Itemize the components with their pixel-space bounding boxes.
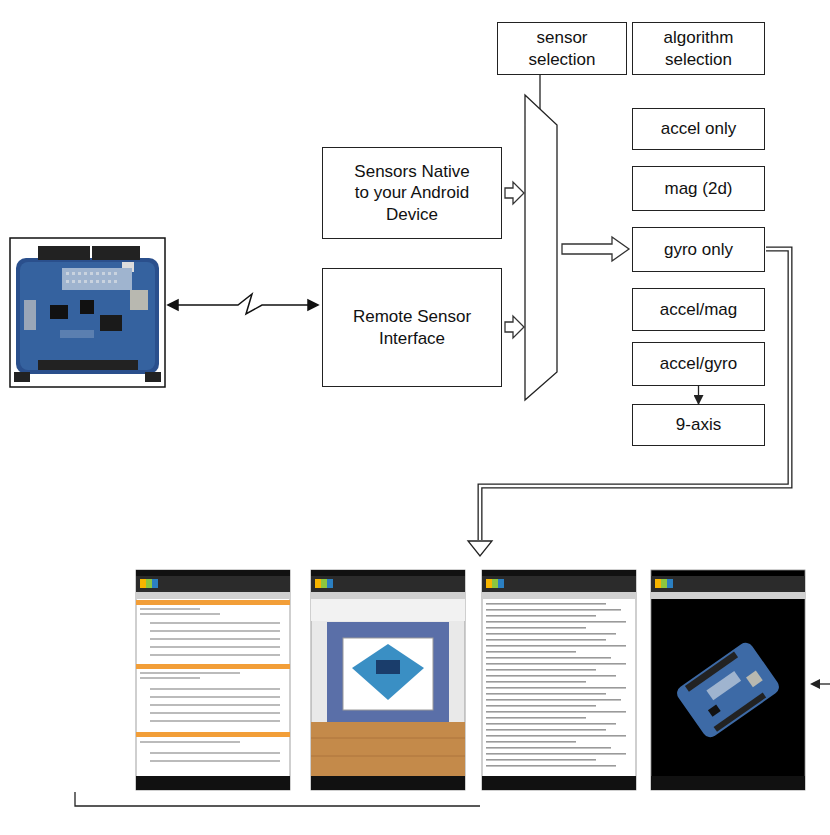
wireless-link [168, 294, 318, 314]
bracket-line [75, 792, 480, 806]
box-label: Sensors Native to your Android Device [347, 161, 477, 225]
select-line [539, 74, 540, 109]
process-box: algorithm selection [632, 22, 765, 75]
box-label: sensor selection [506, 27, 618, 70]
multiplexer [525, 95, 557, 400]
process-box: accel only [632, 108, 765, 150]
process-box: Sensors Native to your Android Device [322, 147, 502, 239]
side-arrow [810, 679, 830, 689]
screenshot [311, 570, 465, 790]
screenshot [482, 570, 636, 790]
box-label: accel/gyro [660, 353, 737, 374]
process-box: Remote Sensor Interface [322, 268, 502, 387]
hollow-arrow [505, 182, 629, 338]
box-label: gyro only [664, 239, 733, 260]
process-box: 9-axis [632, 404, 765, 446]
process-box: accel/gyro [632, 342, 765, 386]
board-photo [10, 238, 165, 387]
arrow-connector [698, 386, 699, 404]
process-box: sensor selection [497, 22, 627, 75]
box-label: accel only [661, 118, 737, 139]
screenshot [136, 570, 290, 790]
box-label: accel/mag [660, 299, 737, 320]
box-label: algorithm selection [641, 27, 756, 70]
box-label: 9-axis [676, 414, 721, 435]
box-label: Remote Sensor Interface [347, 306, 477, 349]
double-line [468, 249, 790, 556]
screenshot [651, 570, 805, 790]
process-box: mag (2d) [632, 166, 765, 211]
box-label: mag (2d) [664, 178, 732, 199]
process-box: accel/mag [632, 288, 765, 331]
process-box: gyro only [632, 227, 765, 272]
